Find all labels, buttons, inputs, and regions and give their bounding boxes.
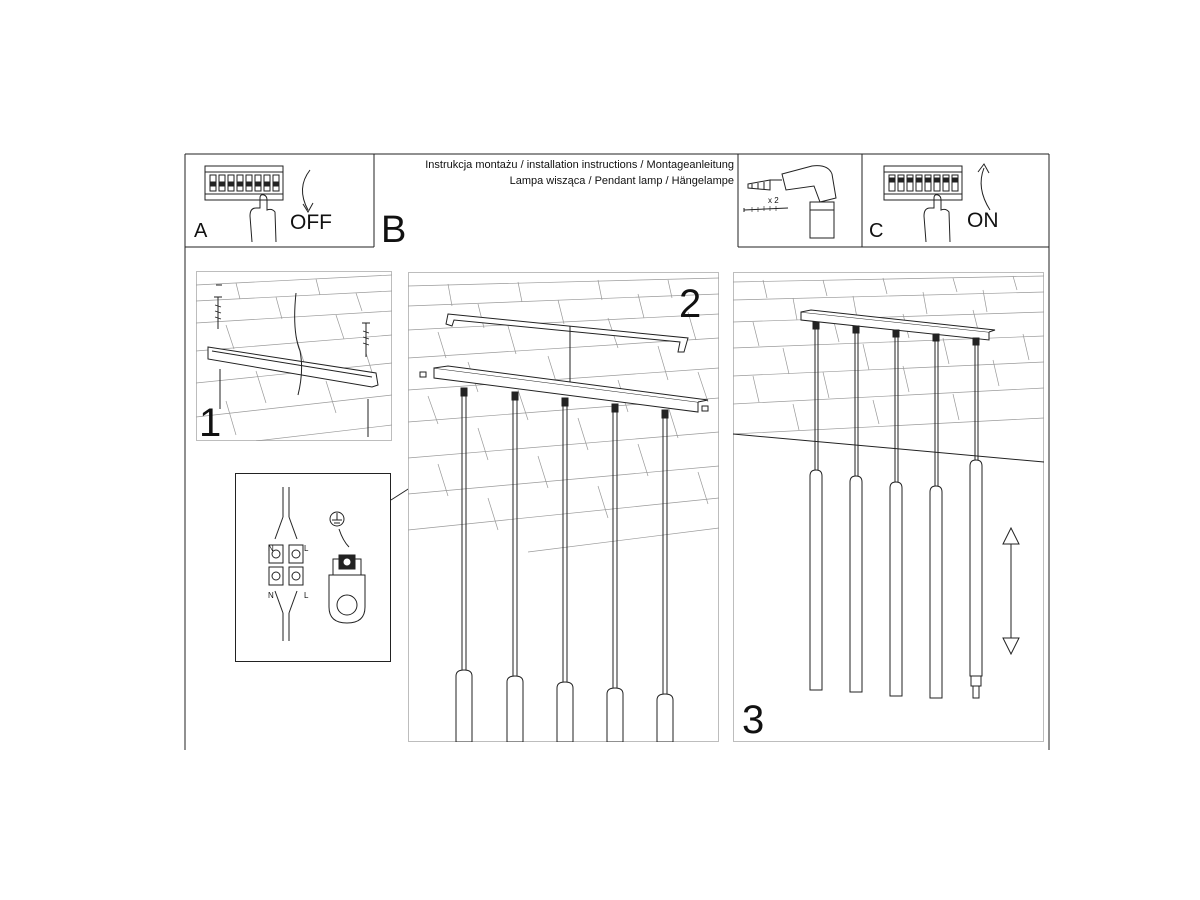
wire-l-top-label: L [304, 544, 309, 553]
step-b-label: B [381, 209, 407, 251]
drill-count-label: x 2 [768, 196, 779, 205]
step-c-label: C [869, 220, 884, 242]
step-1-number: 1 [199, 401, 222, 445]
step-2-number: 2 [679, 282, 702, 326]
wire-l-bottom-label: L [304, 591, 309, 600]
drill-illustration [743, 165, 837, 239]
step-3-panel [733, 272, 1044, 742]
step-a-label: A [194, 220, 208, 242]
breaker-on-illustration [883, 163, 991, 243]
breaker-off-illustration [204, 165, 314, 243]
wire-n-bottom-label: N [268, 591, 274, 600]
off-label: OFF [290, 211, 332, 234]
wire-n-top-label: N [268, 544, 274, 553]
step-1-panel [196, 271, 392, 441]
header-line-2: Lampa wisząca / Pendant lamp / Hängelamp… [509, 175, 734, 187]
on-label: ON [967, 209, 999, 232]
header-line-1: Instrukcja montażu / installation instru… [425, 159, 734, 171]
wiring-detail-panel [235, 473, 391, 662]
step-2-panel [408, 272, 719, 742]
step-3-number: 3 [742, 698, 765, 742]
